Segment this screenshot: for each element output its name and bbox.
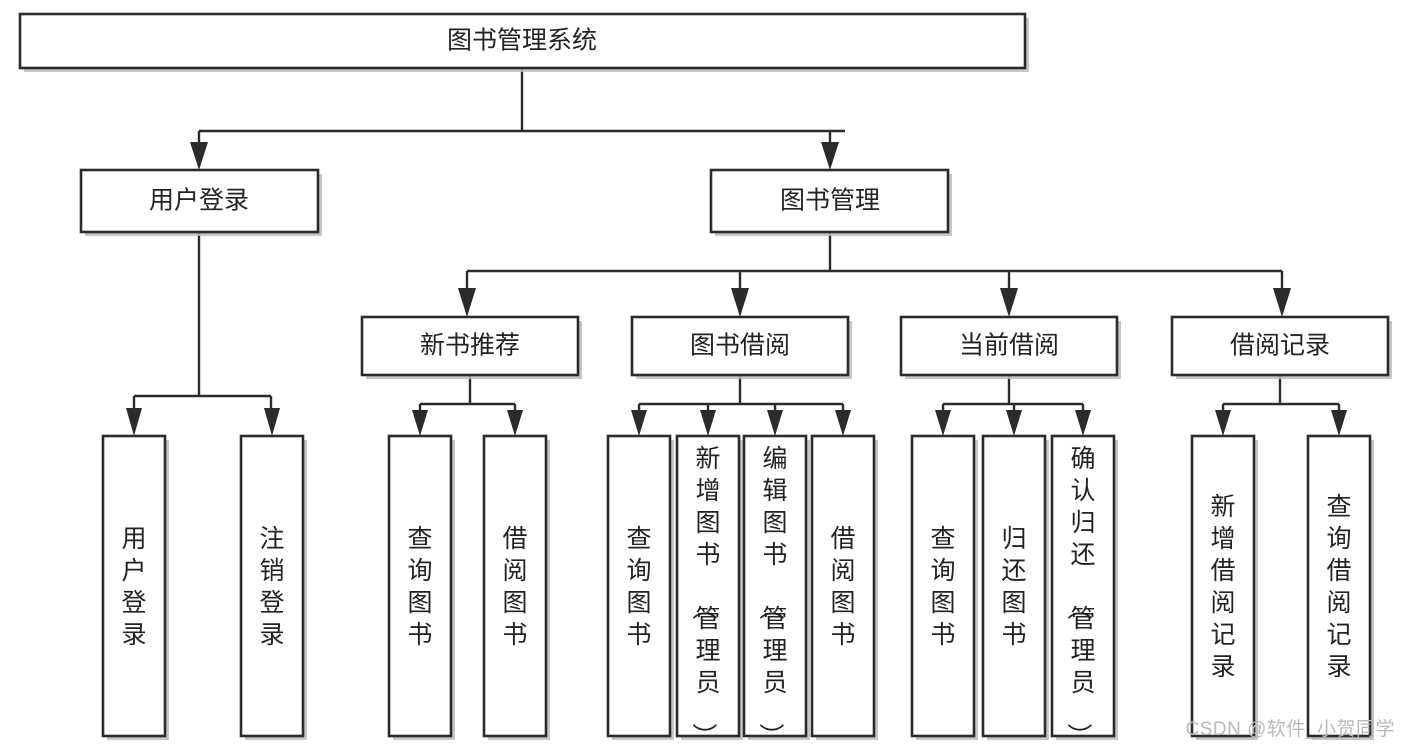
node-leaf-query-borrow-record[interactable]: 查询借阅记录 xyxy=(1306,434,1374,740)
node-new-book-recommend[interactable]: 新书推荐 xyxy=(360,315,582,379)
leaf-query-borrow-record-label: 查询借阅记录 xyxy=(1326,493,1351,681)
current-borrow-label: 当前借阅 xyxy=(959,332,1059,360)
node-leaf-return-book[interactable]: 归还图书 xyxy=(981,434,1049,740)
arrow-to-leaf-add-book-admin xyxy=(700,410,716,436)
leaf-query-book-recommend-box[interactable] xyxy=(387,434,453,738)
leaf-confirm-return-admin-label: 确认归还（管理员） xyxy=(1064,445,1095,747)
new-book-recommend-label: 新书推荐 xyxy=(420,332,520,360)
leaf-add-book-admin-label: 新增图书（管理员） xyxy=(689,445,720,747)
user-login-box[interactable] xyxy=(79,168,320,234)
arrow-to-leaf-confirm-return-admin xyxy=(1075,410,1091,436)
node-leaf-borrow-book-recommend[interactable]: 借阅图书 xyxy=(482,434,550,740)
leaf-query-book-borrow-box[interactable] xyxy=(606,434,672,738)
leaf-user-logout-box[interactable] xyxy=(239,434,305,738)
arrow-to-book-borrow xyxy=(731,288,749,317)
leaf-user-login-label: 用户登录 xyxy=(121,525,146,649)
leaf-add-borrow-record-label: 新增借阅记录 xyxy=(1210,493,1235,681)
arrow-to-leaf-borrow-book-recommend xyxy=(507,410,523,436)
node-leaf-user-login[interactable]: 用户登录 xyxy=(101,434,169,740)
node-leaf-query-book-current[interactable]: 查询图书 xyxy=(910,434,978,740)
connector-new-book-recommend-bus xyxy=(418,375,517,414)
connectors xyxy=(126,68,1347,436)
book-management-label: 图书管理 xyxy=(780,187,880,215)
current-borrow-box[interactable] xyxy=(899,315,1119,377)
node-leaf-query-book-borrow[interactable]: 查询图书 xyxy=(606,434,674,740)
leaf-add-book-admin-box[interactable] xyxy=(675,434,741,738)
arrow-to-leaf-user-login xyxy=(126,408,142,436)
node-book-management[interactable]: 图书管理 xyxy=(709,168,952,236)
root-box[interactable] xyxy=(18,12,1027,70)
csdn-watermark: CSDN @软件_小贺同学 xyxy=(1185,719,1395,740)
arrow-to-leaf-edit-book-admin xyxy=(767,410,783,436)
borrow-records-box[interactable] xyxy=(1170,315,1390,377)
connector-root-bus xyxy=(197,68,845,150)
leaf-borrow-book-label: 借阅图书 xyxy=(830,525,855,649)
node-user-login[interactable]: 用户登录 xyxy=(79,168,322,236)
book-borrow-label: 图书借阅 xyxy=(690,332,790,360)
new-book-recommend-box[interactable] xyxy=(360,315,580,377)
node-leaf-add-borrow-record[interactable]: 新增借阅记录 xyxy=(1190,434,1258,740)
arrow-to-leaf-return-book xyxy=(1006,410,1022,436)
arrow-to-user-login xyxy=(190,142,208,170)
arrow-to-borrow-records xyxy=(1273,288,1291,317)
leaf-add-borrow-record-box[interactable] xyxy=(1190,434,1256,738)
node-leaf-borrow-book[interactable]: 借阅图书 xyxy=(810,434,878,740)
connector-book-management-bus xyxy=(465,232,1284,292)
user-login-label: 用户登录 xyxy=(149,187,249,215)
root-label: 图书管理系统 xyxy=(447,27,597,55)
leaf-query-borrow-record-box[interactable] xyxy=(1306,434,1372,738)
node-leaf-add-book-admin[interactable]: 新增图书（管理员） xyxy=(675,434,743,747)
node-root[interactable]: 图书管理系统 xyxy=(18,12,1029,72)
leaf-confirm-return-admin-box[interactable] xyxy=(1050,434,1116,738)
leaf-return-book-box[interactable] xyxy=(981,434,1047,738)
leaf-query-book-current-label: 查询图书 xyxy=(930,525,955,649)
connector-user-login-bus xyxy=(132,232,273,412)
leaf-query-book-current-box[interactable] xyxy=(910,434,976,738)
node-leaf-query-book-recommend[interactable]: 查询图书 xyxy=(387,434,455,740)
node-current-borrow[interactable]: 当前借阅 xyxy=(899,315,1121,379)
leaf-user-login-box[interactable] xyxy=(101,434,167,738)
arrow-to-leaf-query-borrow-record xyxy=(1331,410,1347,436)
arrow-to-leaf-query-book-borrow xyxy=(631,410,647,436)
leaf-query-book-borrow-label: 查询图书 xyxy=(626,525,651,649)
node-borrow-records[interactable]: 借阅记录 xyxy=(1170,315,1392,379)
leaf-borrow-book-recommend-box[interactable] xyxy=(482,434,548,738)
arrow-to-leaf-query-book-current xyxy=(935,410,951,436)
leaf-user-logout-label: 注销登录 xyxy=(259,525,284,649)
book-borrow-box[interactable] xyxy=(630,315,850,377)
arrow-to-leaf-user-logout xyxy=(264,408,280,436)
leaf-nodes: 用户登录 注销登录 查询图书 借阅图书 查询图书 新增图书（管理员） 编辑图书（管理员） 借阅… xyxy=(101,434,1374,747)
arrow-to-leaf-borrow-book xyxy=(835,410,851,436)
leaf-edit-book-admin-box[interactable] xyxy=(742,434,808,738)
leaf-borrow-book-box[interactable] xyxy=(810,434,876,738)
node-book-borrow[interactable]: 图书借阅 xyxy=(630,315,852,379)
connector-borrow-records-bus xyxy=(1221,375,1341,414)
borrow-records-label: 借阅记录 xyxy=(1230,332,1330,360)
node-leaf-confirm-return-admin[interactable]: 确认归还（管理员） xyxy=(1050,434,1118,747)
arrow-to-book-management xyxy=(821,142,839,170)
arrow-to-leaf-add-borrow-record xyxy=(1215,410,1231,436)
book-management-box[interactable] xyxy=(709,168,950,234)
leaf-edit-book-admin-label: 编辑图书（管理员） xyxy=(756,445,787,747)
node-leaf-user-logout[interactable]: 注销登录 xyxy=(239,434,307,740)
leaf-query-book-recommend-label: 查询图书 xyxy=(407,525,432,649)
connector-book-borrow-bus xyxy=(637,375,845,414)
arrow-to-new-book-recommend xyxy=(458,288,476,317)
node-leaf-edit-book-admin[interactable]: 编辑图书（管理员） xyxy=(742,434,810,747)
arrow-to-leaf-query-book-recommend xyxy=(412,410,428,436)
connector-current-borrow-bus xyxy=(941,375,1085,414)
leaf-return-book-label: 归还图书 xyxy=(1001,525,1026,649)
arrow-to-current-borrow xyxy=(1000,288,1018,317)
leaf-borrow-book-recommend-label: 借阅图书 xyxy=(502,525,527,649)
